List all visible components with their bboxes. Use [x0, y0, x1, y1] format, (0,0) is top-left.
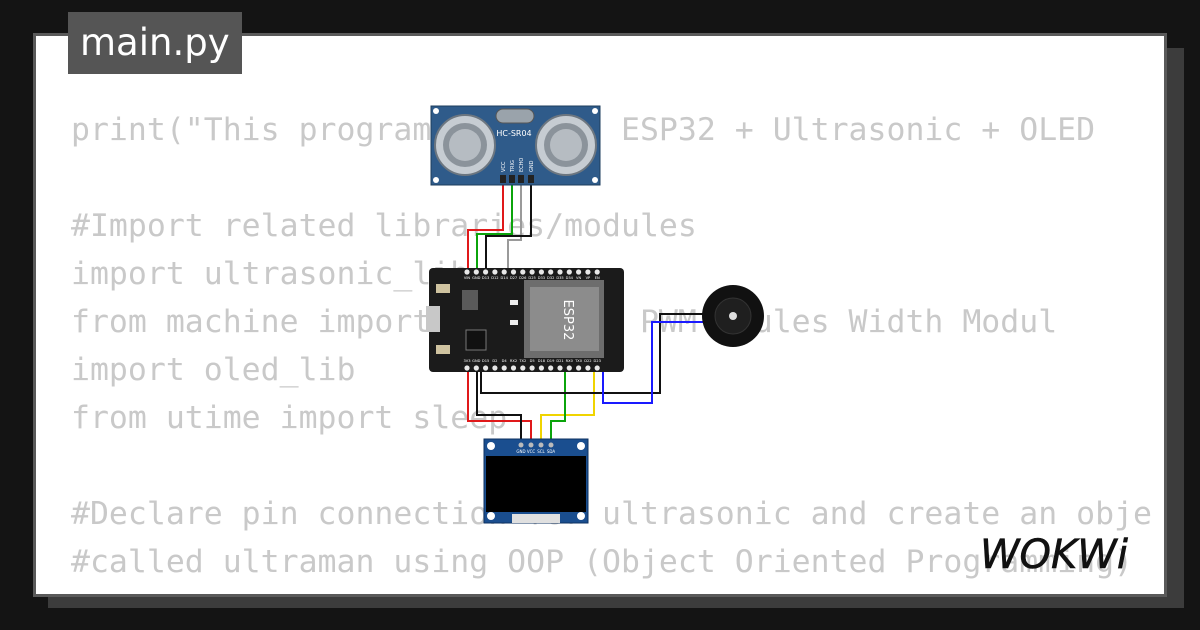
esp32-pin-label: D32	[547, 276, 554, 280]
wokwi-logo-text: WOKWi	[980, 532, 1128, 576]
ultrasonic-pin-label: GND	[529, 160, 535, 172]
esp32-pin-label: D14	[501, 276, 509, 280]
esp32-pin	[594, 269, 600, 275]
esp32-pin	[501, 365, 507, 371]
wire-gnd	[485, 180, 532, 268]
esp32-pin	[464, 269, 470, 275]
wire-oled-sda	[550, 368, 566, 444]
esp32-pin	[566, 269, 572, 275]
esp32-pin	[557, 365, 563, 371]
esp32-pin-label: D18	[538, 359, 546, 363]
esp32-pin-label: D33	[538, 276, 545, 280]
esp32-pin	[520, 365, 526, 371]
esp32-chip-label: ESP32	[560, 300, 575, 341]
wire-vcc	[467, 180, 504, 268]
code-block: print("This program includes ESP32 + Ult…	[71, 106, 1152, 594]
ultrasonic-pin-label: ECHO	[519, 158, 525, 172]
esp32-pin	[538, 269, 545, 275]
wire-buzzer-signal	[602, 321, 718, 404]
code-line: import oled_lib	[71, 352, 356, 388]
wokwi-logo: WOKWi	[980, 532, 1129, 576]
esp32-pin	[520, 269, 526, 275]
esp32-pin	[557, 269, 563, 275]
wires	[467, 180, 718, 444]
esp32-pin	[473, 365, 479, 371]
oled-pin-label: SCL	[537, 449, 545, 454]
esp32-pin-label: D35	[556, 276, 563, 280]
esp32-pin	[548, 269, 554, 275]
oled-pin-label: SDA	[547, 449, 556, 454]
esp32-pin-label: D4	[502, 359, 508, 363]
code-line: from utime import sleep	[71, 400, 508, 436]
esp32-pin	[492, 269, 498, 275]
oled-pin-label: VCC	[527, 449, 536, 454]
oled-display: GND VCC SCL SDA	[483, 438, 589, 524]
esp32-pin-label: EN	[595, 276, 600, 280]
esp32-pin-label: VIN	[464, 276, 471, 280]
esp32-pin	[566, 365, 572, 371]
esp32-pin-label: TX2	[518, 359, 526, 363]
esp32-pin-label: D13	[482, 276, 489, 280]
esp32-pin	[594, 365, 600, 371]
esp32-pin-label: D2	[492, 359, 497, 363]
esp32-pin	[548, 365, 554, 371]
esp32-pin-label: D22	[584, 359, 591, 363]
esp32-pin	[510, 269, 517, 275]
ultrasonic-sensor: HC-SR04 VCC TRIG ECHO GND	[430, 105, 601, 186]
esp32-pin	[473, 269, 479, 275]
esp32-pin-label: GND	[472, 359, 480, 363]
code-line: import ultrasonic_lib	[71, 256, 470, 292]
esp32-pin-label: D25	[528, 276, 535, 280]
esp32-pin-label: D23	[594, 359, 601, 363]
buzzer	[702, 285, 764, 347]
esp32-pin-label: 3V3	[463, 359, 470, 363]
esp32-pin	[576, 365, 582, 371]
esp32-pin	[501, 269, 507, 275]
esp32-pin-label: D34	[566, 276, 574, 280]
ultrasonic-model-label: HC-SR04	[496, 129, 531, 138]
esp32-pin	[483, 269, 489, 275]
esp32-pin-label: GND	[472, 276, 480, 280]
esp32-pin	[483, 365, 489, 371]
esp32-pin	[585, 365, 591, 371]
esp32-pin-label: TX0	[574, 359, 583, 363]
code-line: #Declare pin connection for ultrasonic a…	[71, 496, 1152, 532]
wire-oled-scl	[540, 368, 595, 444]
oled-pin-label: GND	[516, 449, 525, 454]
esp32-pin-label: RX0	[566, 359, 574, 363]
code-line: #called ultraman using OOP (Object Orien…	[71, 544, 1134, 580]
wire-buzzer-gnd	[480, 313, 718, 394]
esp32-pin	[585, 269, 591, 275]
code-line: #OOP function, oled_lib.SSD1306_I2C(widt…	[71, 586, 1152, 594]
esp32-pin-label: D5	[530, 359, 535, 363]
esp32-pin-label: VN	[576, 276, 581, 280]
file-name-tab: main.py	[68, 12, 242, 74]
esp32-pin-label: D21	[556, 359, 563, 363]
esp32-pin	[529, 365, 535, 371]
wire-trig	[476, 180, 513, 268]
esp32-pin-label: RX2	[510, 359, 517, 363]
wire-oled-vcc	[467, 368, 532, 444]
esp32-pin-label: D19	[547, 359, 555, 363]
esp32-pin	[510, 365, 517, 371]
esp32-pin-label: D27	[510, 276, 517, 280]
esp32-pin	[576, 269, 582, 275]
ultrasonic-pin-label: VCC	[501, 161, 507, 172]
esp32-pin	[538, 365, 545, 371]
esp32-pin-label: D26	[519, 276, 527, 280]
code-line: #Import related libraries/modules	[71, 208, 697, 244]
esp32-pin-label: VP	[586, 276, 591, 280]
esp32-pin	[492, 365, 498, 371]
wire-echo	[507, 180, 522, 268]
wire-oled-gnd	[476, 368, 522, 444]
esp32-pin	[529, 269, 535, 275]
esp32-pin	[464, 365, 470, 371]
esp32-pin-label: D15	[482, 359, 489, 363]
ultrasonic-pin-label: TRIG	[510, 160, 516, 173]
esp32-pin-label: D12	[491, 276, 498, 280]
